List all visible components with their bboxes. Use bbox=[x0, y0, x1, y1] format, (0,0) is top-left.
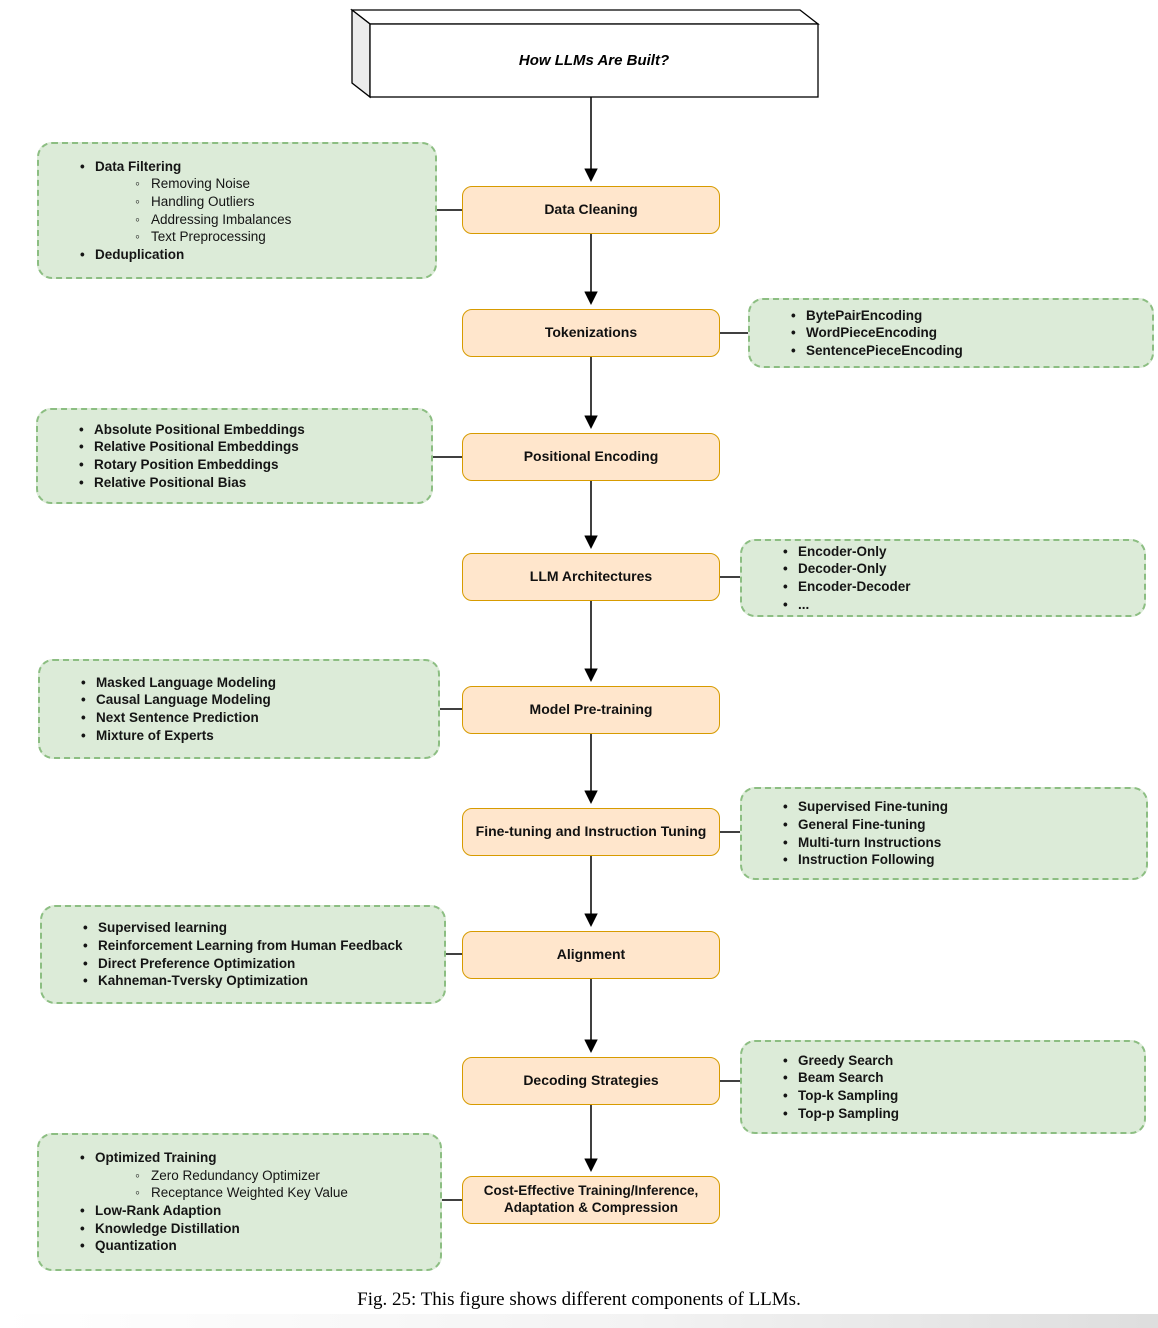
node-label: Alignment bbox=[556, 946, 626, 963]
note-item: Top-k Sampling bbox=[783, 1087, 1134, 1105]
note-item: Quantization bbox=[80, 1237, 430, 1255]
note-item: Relative Positional Bias bbox=[79, 474, 421, 492]
note-item: WordPieceEncoding bbox=[791, 324, 1142, 342]
node-model-pretraining: Model Pre-training bbox=[462, 686, 720, 734]
note-list: Supervised Fine-tuningGeneral Fine-tunin… bbox=[752, 798, 1136, 868]
note-item: Absolute Positional Embeddings bbox=[79, 421, 421, 439]
note-optimization-techniques: Optimized TrainingZero Redundancy Optimi… bbox=[37, 1133, 442, 1271]
node-label: Tokenizations bbox=[544, 324, 638, 341]
title-cube-shape bbox=[350, 8, 820, 99]
note-item: Knowledge Distillation bbox=[80, 1220, 430, 1238]
node-label: Fine-tuning and Instruction Tuning bbox=[475, 823, 707, 840]
note-list: Greedy SearchBeam SearchTop-k SamplingTo… bbox=[752, 1052, 1134, 1122]
node-tokenizations: Tokenizations bbox=[462, 309, 720, 357]
note-list: Optimized TrainingZero Redundancy Optimi… bbox=[49, 1149, 430, 1255]
note-item: Supervised learning bbox=[83, 919, 434, 937]
page-bottom-shading bbox=[0, 1314, 1158, 1328]
note-item: Multi-turn Instructions bbox=[783, 834, 1136, 852]
note-item: Instruction Following bbox=[783, 851, 1136, 869]
note-item: SentencePieceEncoding bbox=[791, 342, 1142, 360]
note-item: Optimized TrainingZero Redundancy Optimi… bbox=[80, 1149, 430, 1202]
note-item: Beam Search bbox=[783, 1069, 1134, 1087]
note-item: Direct Preference Optimization bbox=[83, 955, 434, 973]
note-data-filtering: Data FilteringRemoving NoiseHandling Out… bbox=[37, 142, 437, 279]
note-item: Mixture of Experts bbox=[81, 727, 428, 745]
note-sublist: Zero Redundancy OptimizerReceptance Weig… bbox=[95, 1167, 430, 1202]
note-finetuning-types: Supervised Fine-tuningGeneral Fine-tunin… bbox=[740, 787, 1148, 880]
note-item: Greedy Search bbox=[783, 1052, 1134, 1070]
note-positional-embeddings: Absolute Positional EmbeddingsRelative P… bbox=[36, 408, 433, 504]
note-sublist: Removing NoiseHandling OutliersAddressin… bbox=[95, 175, 425, 245]
node-label: LLM Architectures bbox=[529, 568, 653, 585]
note-list: BytePairEncodingWordPieceEncodingSentenc… bbox=[760, 307, 1142, 360]
note-alignment-methods: Supervised learningReinforcement Learnin… bbox=[40, 905, 446, 1004]
note-list: Absolute Positional EmbeddingsRelative P… bbox=[48, 421, 421, 491]
node-finetuning-instruction-tuning: Fine-tuning and Instruction Tuning bbox=[462, 808, 720, 856]
node-positional-encoding: Positional Encoding bbox=[462, 433, 720, 481]
note-subitem: Removing Noise bbox=[135, 175, 425, 193]
note-item: Encoder-Only bbox=[783, 543, 1134, 561]
note-item: General Fine-tuning bbox=[783, 816, 1136, 834]
note-item: Supervised Fine-tuning bbox=[783, 798, 1136, 816]
note-list: Encoder-OnlyDecoder-OnlyEncoder-Decoder.… bbox=[752, 543, 1134, 613]
note-decoding-methods: Greedy SearchBeam SearchTop-k SamplingTo… bbox=[740, 1040, 1146, 1134]
node-label: Positional Encoding bbox=[523, 448, 659, 465]
note-item: Relative Positional Embeddings bbox=[79, 438, 421, 456]
note-item: Decoder-Only bbox=[783, 560, 1134, 578]
note-item: Kahneman-Tversky Optimization bbox=[83, 972, 434, 990]
note-item: Encoder-Decoder bbox=[783, 578, 1134, 596]
note-subitem: Handling Outliers bbox=[135, 193, 425, 211]
note-architecture-types: Encoder-OnlyDecoder-OnlyEncoder-Decoder.… bbox=[740, 539, 1146, 617]
note-item: Rotary Position Embeddings bbox=[79, 456, 421, 474]
diagram-title: How LLMs Are Built? bbox=[518, 52, 670, 69]
node-label: Decoding Strategies bbox=[523, 1072, 659, 1089]
note-list: Supervised learningReinforcement Learnin… bbox=[52, 919, 434, 989]
note-item: Data FilteringRemoving NoiseHandling Out… bbox=[80, 158, 425, 246]
node-cost-effective-training: Cost-Effective Training/Inference, Adapt… bbox=[462, 1176, 720, 1224]
node-label: Data Cleaning bbox=[544, 201, 638, 218]
figure-caption: Fig. 25: This figure shows different com… bbox=[357, 1289, 801, 1310]
note-subitem: Addressing Imbalances bbox=[135, 211, 425, 229]
note-item: ... bbox=[783, 596, 1134, 614]
node-label: Cost-Effective Training/Inference, Adapt… bbox=[483, 1183, 699, 1215]
note-subitem: Text Preprocessing bbox=[135, 228, 425, 246]
node-data-cleaning: Data Cleaning bbox=[462, 186, 720, 234]
note-item: Low-Rank Adaption bbox=[80, 1202, 430, 1220]
note-item: BytePairEncoding bbox=[791, 307, 1142, 325]
note-item: Reinforcement Learning from Human Feedba… bbox=[83, 937, 434, 955]
note-item: Deduplication bbox=[80, 246, 425, 264]
note-item: Masked Language Modeling bbox=[81, 674, 428, 692]
node-label: Model Pre-training bbox=[529, 701, 653, 718]
note-item: Next Sentence Prediction bbox=[81, 709, 428, 727]
note-item: Causal Language Modeling bbox=[81, 691, 428, 709]
note-list: Data FilteringRemoving NoiseHandling Out… bbox=[49, 158, 425, 264]
note-tokenization-methods: BytePairEncodingWordPieceEncodingSentenc… bbox=[748, 298, 1154, 368]
note-pretraining-objectives: Masked Language ModelingCausal Language … bbox=[38, 659, 440, 759]
note-item: Top-p Sampling bbox=[783, 1105, 1134, 1123]
note-subitem: Zero Redundancy Optimizer bbox=[135, 1167, 430, 1185]
note-connectors bbox=[433, 209, 748, 1201]
node-decoding-strategies: Decoding Strategies bbox=[462, 1057, 720, 1105]
node-alignment: Alignment bbox=[462, 931, 720, 979]
note-list: Masked Language ModelingCausal Language … bbox=[50, 674, 428, 744]
node-llm-architectures: LLM Architectures bbox=[462, 553, 720, 601]
note-subitem: Receptance Weighted Key Value bbox=[135, 1184, 430, 1202]
